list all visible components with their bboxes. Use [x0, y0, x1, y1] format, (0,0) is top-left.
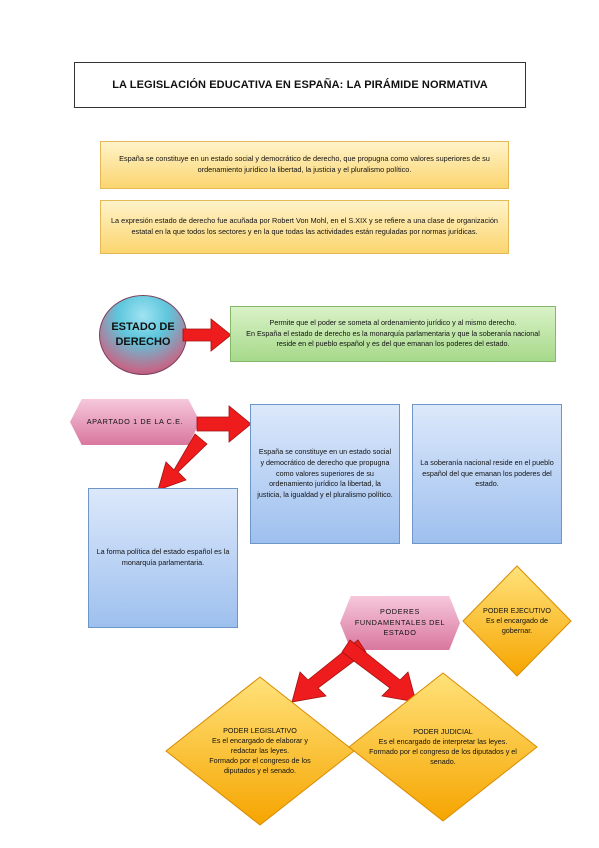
poder-legislativo-diamond: PODER LEGISLATIVO Es el encargado de ela…: [165, 676, 355, 826]
constitucion-box-center: España se constituye en un estado social…: [250, 404, 400, 544]
poder-ejecutivo-diamond: PODER EJECUTIVO Es el encargado de gober…: [462, 565, 572, 677]
poderes-fundamentales-label: PODERES FUNDAMENTALES DEL ESTADO: [354, 607, 446, 638]
soberania-box-right: La soberanía nacional reside en el puebl…: [412, 404, 562, 544]
intro-box-von-mohl: La expresión estado de derecho fue acuña…: [100, 200, 509, 254]
poder-ejecutivo-title: PODER EJECUTIVO: [483, 605, 551, 615]
intro-box-von-mohl-text: La expresión estado de derecho fue acuña…: [111, 216, 498, 236]
estado-de-derecho-label: ESTADO DE DERECHO: [111, 321, 175, 348]
poder-judicial-diamond: PODER JUDICIAL Es el encargado de interp…: [348, 672, 538, 822]
poder-judicial-title: PODER JUDICIAL: [413, 726, 473, 736]
intro-box-estado-social: España se constituye en un estado social…: [100, 141, 509, 189]
poder-ejecutivo-text: PODER EJECUTIVO Es el encargado de gober…: [482, 606, 552, 636]
forma-politica-box-left-text: La forma política del estado español es …: [96, 547, 230, 567]
arrow-apartado-to-left: [157, 433, 208, 491]
page-title-text: LA LEGISLACIÓN EDUCATIVA EN ESPAÑA: LA P…: [112, 79, 488, 91]
diamond-shape: [348, 672, 538, 822]
arrow-apartado-to-center: [196, 405, 252, 443]
poder-legislativo-text: PODER LEGISLATIVO Es el encargado de ela…: [200, 726, 320, 776]
arrow-estado-to-desc: [182, 318, 232, 352]
apartado-1-hexagon: APARTADO 1 DE LA C.E.: [70, 399, 200, 445]
poder-legislativo-extra: Formado por el congreso de los diputados…: [209, 756, 311, 776]
apartado-1-label: APARTADO 1 DE LA C.E.: [86, 416, 184, 426]
soberania-box-right-text: La soberanía nacional reside en el puebl…: [420, 457, 554, 489]
forma-politica-box-left: La forma política del estado español es …: [88, 488, 238, 628]
constitucion-box-center-text: España se constituye en un estado social…: [257, 447, 393, 500]
poder-judicial-extra: Formado por el congreso de los diputados…: [369, 747, 517, 767]
poder-legislativo-desc: Es el encargado de elaborar y redactar l…: [212, 735, 308, 755]
poder-ejecutivo-desc: Es el encargado de gobernar.: [486, 615, 548, 636]
page-title: LA LEGISLACIÓN EDUCATIVA EN ESPAÑA: LA P…: [74, 62, 526, 108]
estado-description-line1: Permite que el poder se someta al ordena…: [269, 318, 517, 328]
arrow-poderes-to-judicial: [341, 639, 417, 703]
diamond-shape: [165, 676, 355, 826]
poder-judicial-text: PODER JUDICIAL Es el encargado de interp…: [368, 727, 518, 767]
diamond-shape: [462, 565, 572, 677]
estado-de-derecho-circle: ESTADO DE DERECHO: [99, 295, 187, 375]
intro-box-estado-social-text: España se constituye en un estado social…: [119, 154, 490, 174]
poderes-fundamentales-hexagon: PODERES FUNDAMENTALES DEL ESTADO: [340, 596, 460, 650]
poder-legislativo-title: PODER LEGISLATIVO: [223, 725, 297, 735]
estado-description-box: Permite que el poder se someta al ordena…: [230, 306, 556, 362]
estado-description-line2: En España el estado de derecho es la mon…: [246, 328, 540, 349]
poder-judicial-desc: Es el encargado de interpretar las leyes…: [378, 736, 508, 746]
